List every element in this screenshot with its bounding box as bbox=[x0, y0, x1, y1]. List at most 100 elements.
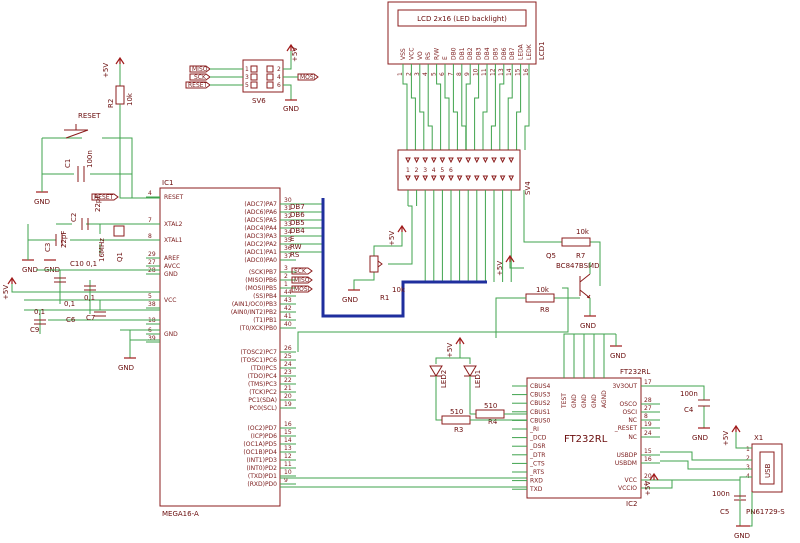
net-e: E bbox=[290, 235, 294, 243]
lcd-pin-name: LEDA bbox=[518, 43, 525, 60]
c10-symbol bbox=[54, 277, 66, 283]
sv4-pin-arrow bbox=[439, 175, 446, 182]
usb-ref: X1 bbox=[754, 434, 763, 442]
mcu-right-pin-num: 11 bbox=[284, 461, 292, 468]
mcu-right-pin-name: (TDI)PC5 bbox=[251, 365, 278, 372]
c1-val: 100n bbox=[86, 150, 94, 168]
lcd-pin-name: VO bbox=[417, 51, 424, 60]
ft232-left-pin-name: CBUS4 bbox=[530, 383, 551, 390]
c7-val: 0,1 bbox=[64, 300, 75, 308]
mcu-right-pin-name: (RXD)PD0 bbox=[247, 481, 277, 488]
lcd-pin-name: VSS bbox=[400, 48, 407, 60]
sv4-pin-arrow bbox=[430, 157, 437, 164]
mcu-right-pin-name: PC1(SDA) bbox=[248, 397, 277, 404]
ft232-left-pins: CBUS4CBUS3CBUS2CBUS1CBUS0_RI_DCD_DSR_DTR… bbox=[512, 383, 551, 493]
lcd-pin-name: RS bbox=[425, 52, 432, 60]
r2-ref: R2 bbox=[107, 99, 115, 108]
c3-symbol bbox=[55, 234, 63, 246]
mcu-right-pin-num: 36 bbox=[284, 245, 292, 252]
sv6-pin-pad bbox=[266, 65, 274, 73]
q5-val: BC847BSMD bbox=[556, 262, 599, 270]
lcd-wire bbox=[427, 64, 433, 150]
q5-plus5v: +5V bbox=[496, 261, 504, 276]
mcu-right-pin-num: 10 bbox=[284, 469, 292, 476]
mcu-left-pin-name: AREF bbox=[164, 255, 180, 262]
lcd-ref: LCD1 bbox=[538, 41, 546, 60]
flag-mosi-isp-text: MOSI bbox=[300, 74, 316, 81]
mcu-left-pin-num: 7 bbox=[148, 217, 152, 224]
lcd-pin-num: 6 bbox=[439, 72, 446, 76]
sv6-pin-pad bbox=[266, 81, 274, 89]
ft232-left-pin-name: CBUS3 bbox=[530, 392, 551, 399]
sv4-pin-num: 2 bbox=[415, 167, 419, 174]
c7-ref: C7 bbox=[86, 314, 95, 322]
mcu-left-pin-name: AVCC bbox=[164, 263, 180, 270]
reset-button bbox=[64, 124, 89, 139]
sv6-pin-pad bbox=[250, 65, 258, 73]
mcu-right-pin-num: 14 bbox=[284, 437, 292, 444]
mcu-right-pin-num: 40 bbox=[284, 321, 292, 328]
lcd-pin-num: 1 bbox=[397, 72, 404, 76]
mcu-right-pin-num: 2 bbox=[284, 273, 288, 280]
mcu-right-pin-num: 34 bbox=[284, 229, 292, 236]
led-indicators: +5V LED2 LED1 510 R3 510 R4 bbox=[429, 336, 527, 434]
lcd-pin-name: DB7 bbox=[509, 47, 516, 60]
sv4-pin-num: 1 bbox=[406, 167, 410, 174]
sv6-body bbox=[242, 59, 284, 93]
c10-ref: C10 bbox=[70, 260, 84, 268]
lcd-wire bbox=[465, 64, 471, 150]
mcu-right-pin-name: (INT1)PD3 bbox=[247, 457, 278, 464]
ft232-top-pin-name: TEST bbox=[561, 393, 568, 409]
pot-plus5v: +5V bbox=[388, 231, 396, 246]
sv4-pin-arrow bbox=[448, 175, 454, 182]
r3-val: 510 bbox=[450, 408, 463, 416]
mcu-right-pin-name: (TOSC1)PC6 bbox=[240, 357, 277, 364]
backlight-driver: +5V 10k R7 Q5 BC847BSMD 10k R8 GND bbox=[297, 190, 601, 352]
flag-reset-isp-text: RESET bbox=[188, 82, 208, 89]
usb-socket bbox=[759, 451, 775, 485]
flag-sck-isp: SCK bbox=[189, 73, 211, 81]
mcu-right-pin-num: 20 bbox=[284, 393, 292, 400]
lcd-pin-num: 7 bbox=[447, 72, 454, 76]
flag-reset-mcu-text: RESET bbox=[94, 194, 114, 201]
r7-val: 10k bbox=[576, 228, 590, 236]
mcu-right-pin-num: 23 bbox=[284, 369, 292, 376]
lcd-pin-num: 9 bbox=[464, 72, 471, 76]
mcu-right-pin-name: PC0(SCL) bbox=[249, 405, 277, 412]
ft232-left-pin-name: CBUS0 bbox=[530, 417, 551, 424]
sv4-pin-arrow bbox=[482, 175, 489, 182]
mcu-right-pin-num: 16 bbox=[284, 421, 292, 428]
sv4-pin-arrow bbox=[465, 175, 472, 182]
ft232-left-pin-name: _DSR bbox=[529, 443, 546, 450]
sv4-pin-arrow bbox=[413, 157, 420, 164]
ft232-left-pin-name: CBUS1 bbox=[530, 409, 551, 416]
mcu-left-pin-name: RESET bbox=[164, 194, 184, 201]
mcu-right-pin-num: 30 bbox=[284, 197, 292, 204]
ft232-top-pin-name: GND bbox=[571, 394, 578, 408]
ft232-right-pin-num: 15 bbox=[644, 448, 652, 455]
flag-miso-isp-text: MISO bbox=[192, 66, 208, 73]
usb-gnd: GND bbox=[734, 532, 750, 540]
c9-val: 0,1 bbox=[34, 308, 45, 316]
flag-sck-isp-text: SCK bbox=[194, 74, 207, 81]
ft232-right-pin-name: OSCI bbox=[623, 409, 638, 416]
ft232-gnd: GND bbox=[610, 352, 626, 360]
mcu-right-pin-name: (AIN1/OC0)PB3 bbox=[232, 301, 277, 308]
c2-ref: C2 bbox=[70, 213, 78, 222]
mcu-left-pin-name: GND bbox=[164, 271, 178, 278]
lcd-wire bbox=[436, 64, 442, 150]
mcu-right-pin-num: 44 bbox=[284, 289, 292, 296]
r4-val: 510 bbox=[484, 402, 497, 410]
mcu-right-pin-name: (SCK)PB7 bbox=[249, 269, 277, 276]
ft232-right-pin-name: NC bbox=[628, 434, 637, 441]
net-db5: DB5 bbox=[290, 219, 305, 227]
flag-reset-isp: RESET bbox=[185, 81, 211, 89]
mcu-right-pin-name: (T0/XCK)PB0 bbox=[239, 325, 277, 332]
ft232-left-pin-name: TXD bbox=[529, 486, 543, 493]
ft232-right-pin-name: VCC bbox=[625, 477, 637, 484]
mcu-left-pins: RESET4XTAL27XTAL18AREF29AVCC27GND28VCC5G… bbox=[146, 190, 184, 343]
mcu-right-pin-name: (ADC7)PA7 bbox=[244, 201, 277, 208]
mcu-right-pin-name: (TDO)PC4 bbox=[248, 373, 277, 380]
